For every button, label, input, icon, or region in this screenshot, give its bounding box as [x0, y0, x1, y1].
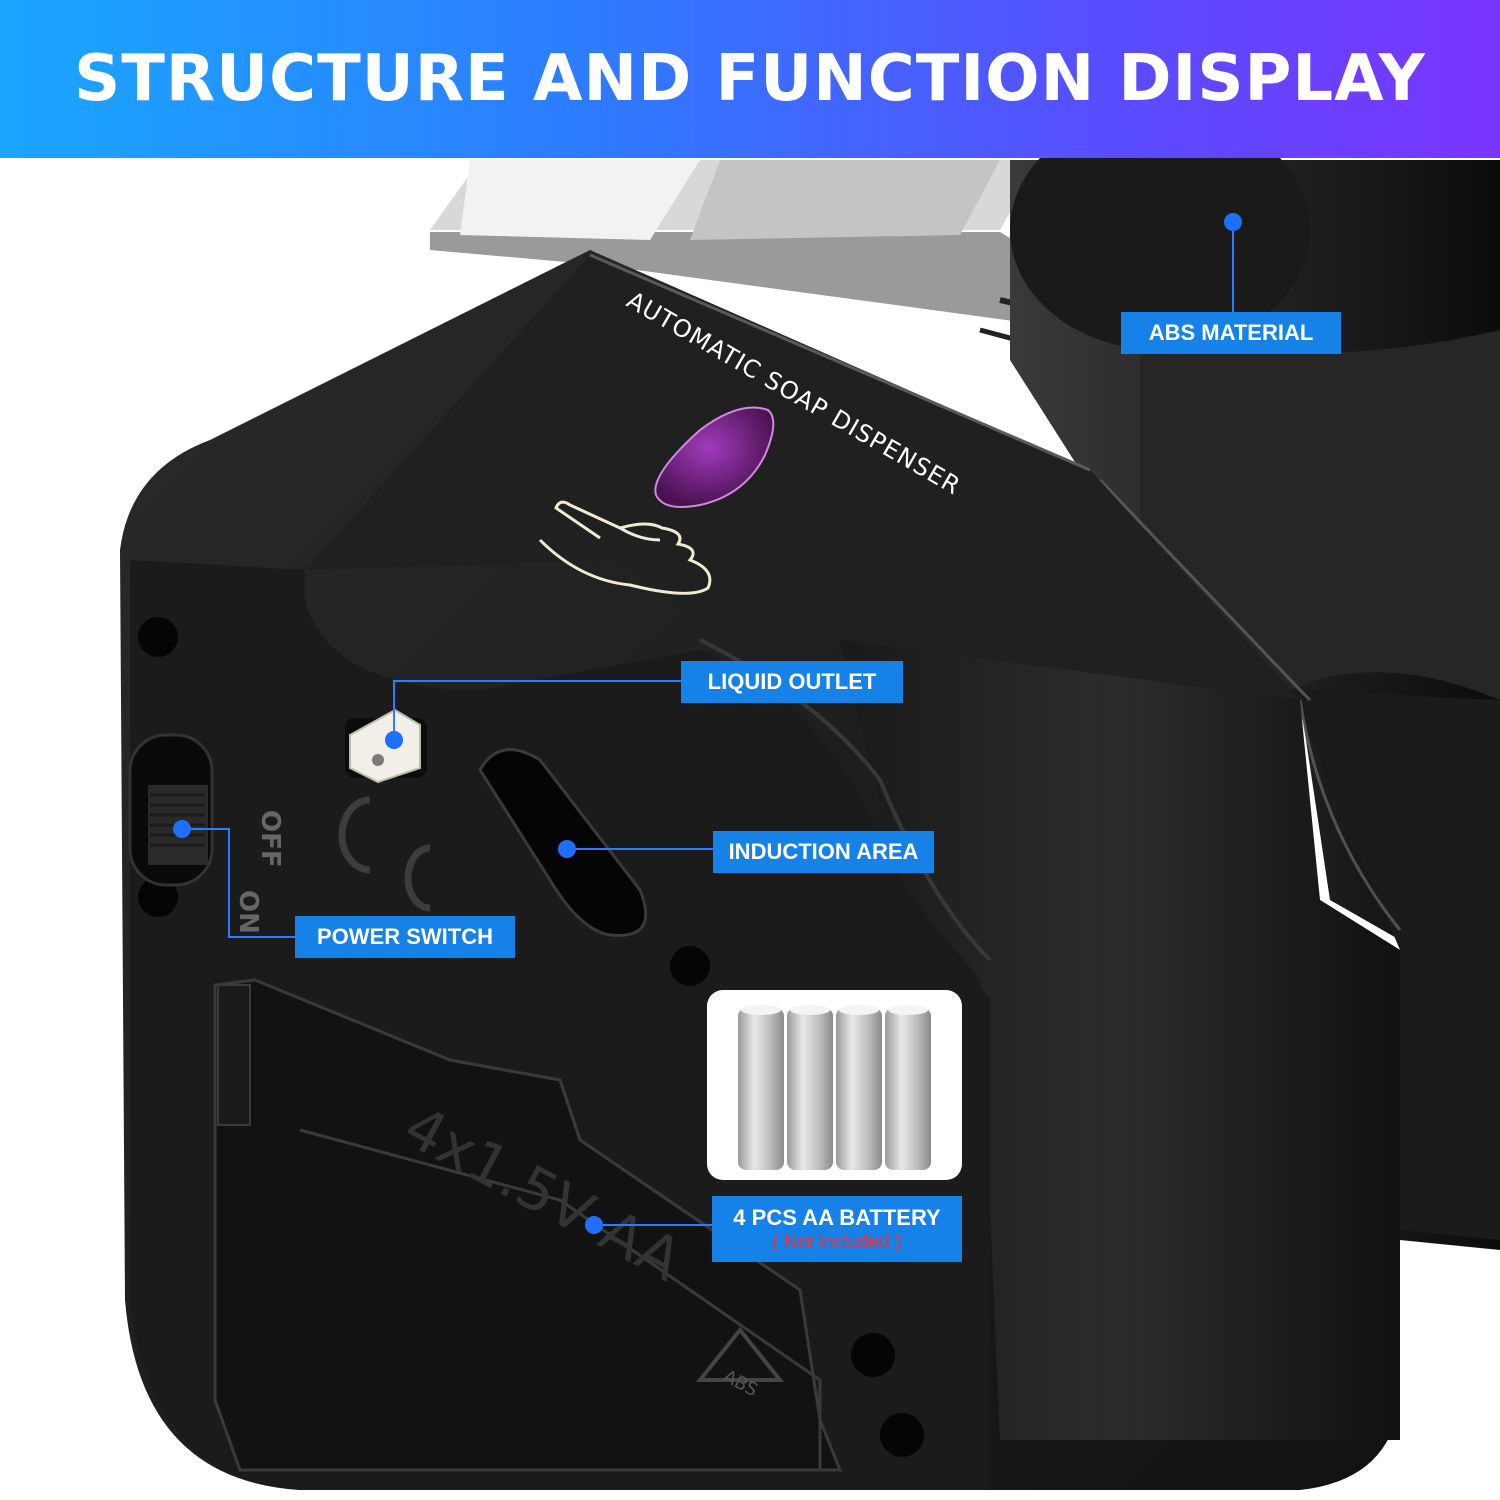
callout-abs-material-label: ABS MATERIAL — [1148, 320, 1314, 345]
battery-1 — [738, 1005, 784, 1170]
rear-tank — [1010, 158, 1500, 1250]
callout-induction-area: INDUCTION AREA — [713, 831, 934, 873]
callout-induction-area-label: INDUCTION AREA — [728, 839, 919, 864]
callout-power-switch: POWER SWITCH — [295, 916, 515, 958]
liquid-outlet-nozzle — [345, 708, 427, 784]
callout-leaders — [182, 222, 1234, 1226]
switch-off-text: OFF — [255, 810, 285, 868]
title-banner: STRUCTURE AND FUNCTION DISPLAY — [0, 0, 1500, 158]
callout-abs-material: ABS MATERIAL — [1121, 312, 1341, 354]
marker-dot-outlet — [385, 731, 403, 749]
hand-icon — [538, 500, 712, 595]
switch-on-text: ON — [233, 890, 263, 934]
battery-4 — [885, 1005, 931, 1170]
battery-2 — [787, 1005, 833, 1170]
marker-dot-induction — [558, 840, 576, 858]
top-chrome-strip — [430, 160, 1131, 373]
callout-power-switch-label: POWER SWITCH — [317, 924, 493, 949]
callout-battery: 4 PCS AA BATTERY ( Not included ) — [712, 1196, 962, 1262]
battery-3 — [836, 1005, 882, 1170]
battery-cover — [213, 978, 843, 1472]
battery-image-panel — [707, 990, 962, 1180]
page-title: STRUCTURE AND FUNCTION DISPLAY — [74, 42, 1426, 116]
marker-dot-battery — [585, 1216, 603, 1234]
callout-liquid-outlet: LIQUID OUTLET — [681, 661, 903, 703]
marker-dot-power — [173, 820, 191, 838]
marker-dot-abs — [1224, 213, 1242, 231]
soap-dispenser-illustration: AUTOMATIC SOAP DISPENSER OFF ON 4x1.5V A… — [120, 158, 1500, 1490]
callout-liquid-outlet-label: LIQUID OUTLET — [707, 669, 877, 694]
callout-battery-label: 4 PCS AA BATTERY — [733, 1204, 941, 1230]
callout-battery-note: ( Not included ) — [772, 1231, 902, 1253]
